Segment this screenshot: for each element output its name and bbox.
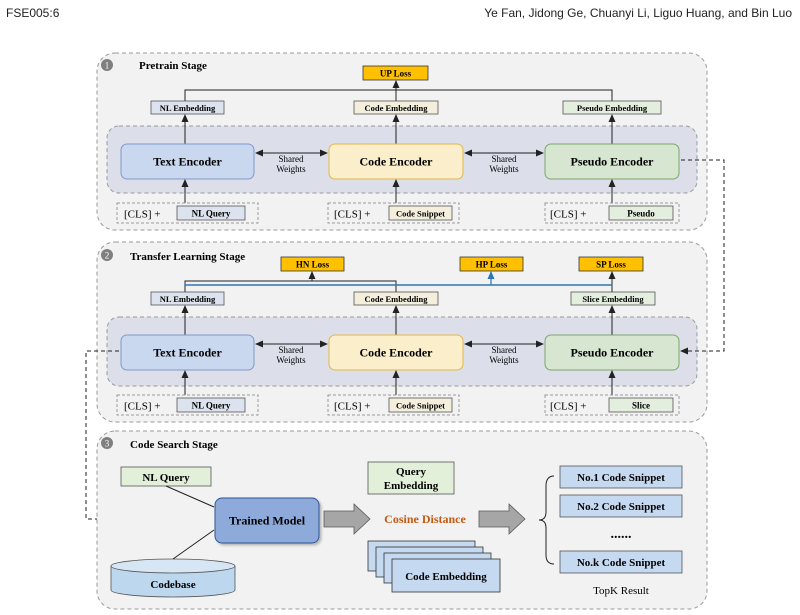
up-loss-label: UP Loss [380,69,412,79]
result-item-label: No.2 Code Snippet [577,501,665,513]
sp-loss-label: SP Loss [596,260,626,270]
shared-weights-label: Shared [279,345,304,355]
cls-token: [CLS] + [124,401,160,413]
code-encoder-label: Code Encoder [360,155,434,169]
stage-number: 2 [105,251,110,261]
pretrain-to-transfer-connector [680,159,725,355]
pseudo-encoder-label: Pseudo Encoder [570,155,654,169]
stage-number: 1 [105,61,110,71]
topk-result-caption: TopK Result [593,585,649,597]
stage-number-badge [101,59,113,71]
pretrain-stage: 1 Pretrain Stage UP Loss NL Embedding Co… [96,52,708,231]
pseudo-encoder-label: Pseudo Encoder [570,346,654,360]
result-item [559,465,683,489]
nl-query-input: NL Query [192,401,231,411]
cls-token: [CLS] + [550,209,586,221]
nl-embedding-label: NL Embedding [160,294,216,304]
result-ellipsis: ...... [611,527,632,542]
pseudo-embedding-label: Pseudo Embedding [577,103,648,113]
code-snippet-input: Code Snippet [396,401,445,411]
code-embedding-label: Code Embedding [364,103,428,113]
slice-embedding-label: Slice Embedding [582,294,644,304]
slice-input: Slice [632,401,650,411]
nl-query-label: NL Query [142,472,190,484]
code-embedding-label: Code Embedding [405,571,487,583]
page-header-left: FSE005:6 [6,6,60,20]
code-embedding-label: Code Embedding [364,294,428,304]
shared-weights-label: Weights [489,164,519,174]
cls-token: [CLS] + [550,401,586,413]
cls-token: [CLS] + [124,209,160,221]
trained-model-label: Trained Model [229,514,306,528]
code-encoder-label: Code Encoder [360,346,434,360]
code-embedding-stack: Code Embedding [367,540,501,593]
shared-weights-label: Shared [492,345,517,355]
nl-query-input: NL Query [192,209,231,219]
result-brace [538,475,555,565]
result-item-label: No.k Code Snippet [577,557,666,569]
cls-token: [CLS] + [334,401,370,413]
code-snippet-input: Code Snippet [396,209,445,219]
cosine-distance-label: Cosine Distance [384,512,466,526]
shared-weights-label: Shared [492,154,517,164]
stage-title: Pretrain Stage [139,60,207,72]
transfer-learning-stage: 2 Transfer Learning Stage HN Loss HP Los… [96,241,708,423]
hn-loss-label: HN Loss [296,260,330,270]
shared-weights-label: Weights [489,355,519,365]
stage-number: 3 [105,439,110,449]
result-item [559,550,683,574]
page-header-right: Ye Fan, Jidong Ge, Chuanyi Li, Liguo Hua… [484,6,792,20]
trained-model-box [214,497,320,544]
text-encoder-label: Text Encoder [153,346,222,360]
shared-weights-label: Weights [276,164,306,174]
result-item [559,494,683,518]
query-embedding-label: Embedding [384,480,439,492]
stage-title: Transfer Learning Stage [130,251,245,263]
flow-arrow [323,503,371,535]
shared-weights-label: Shared [279,154,304,164]
stage-number-badge [101,437,113,449]
cls-token: [CLS] + [334,209,370,221]
nl-embedding-label: NL Embedding [160,103,216,113]
shared-weights-label: Weights [276,355,306,365]
result-item-label: No.1 Code Snippet [577,472,665,484]
codebase-label: Codebase [150,579,195,591]
query-embedding-label: Query [396,466,426,478]
codebase-database: Codebase [110,558,236,598]
flow-arrow [478,503,526,535]
code-search-stage: 3 Code Search Stage NL Query Codebase Tr… [96,430,708,610]
text-encoder-label: Text Encoder [153,155,222,169]
pseudo-input: Pseudo [627,209,655,219]
query-embedding-box [367,461,455,495]
transfer-to-search-connector [85,350,215,523]
stage-number-badge [101,249,113,261]
stage-title: Code Search Stage [130,439,218,451]
hp-loss-label: HP Loss [476,260,508,270]
